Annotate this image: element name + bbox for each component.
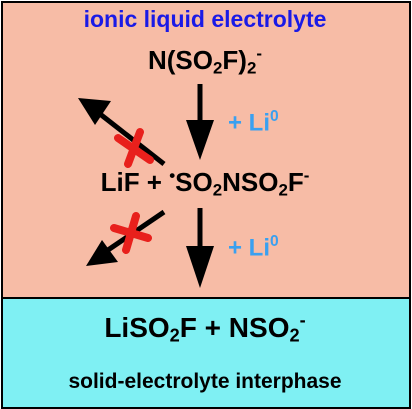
down-arrow-icon [186,84,214,160]
electrolyte-title: ionic liquid electrolyte [83,6,327,32]
anion-formula: N(SO2F)2- [148,44,262,78]
blocked-arrow-icon [78,98,166,166]
blocked-arrow-icon [86,209,166,266]
interphase-region [1,297,411,409]
lithium-reagent-2: + Li0 [228,233,279,262]
interphase-label: solid-electrolyte interphase [68,370,342,393]
interphase-products: LiSO2F + NSO2- [104,310,306,346]
cross-mark-icon [114,128,154,168]
cross-mark-icon [110,212,152,254]
lithium-reagent-1: + Li0 [228,108,279,137]
intermediate-formula: LiF + •SO2NSO2F- [100,166,310,200]
down-arrow-icon [186,208,214,288]
